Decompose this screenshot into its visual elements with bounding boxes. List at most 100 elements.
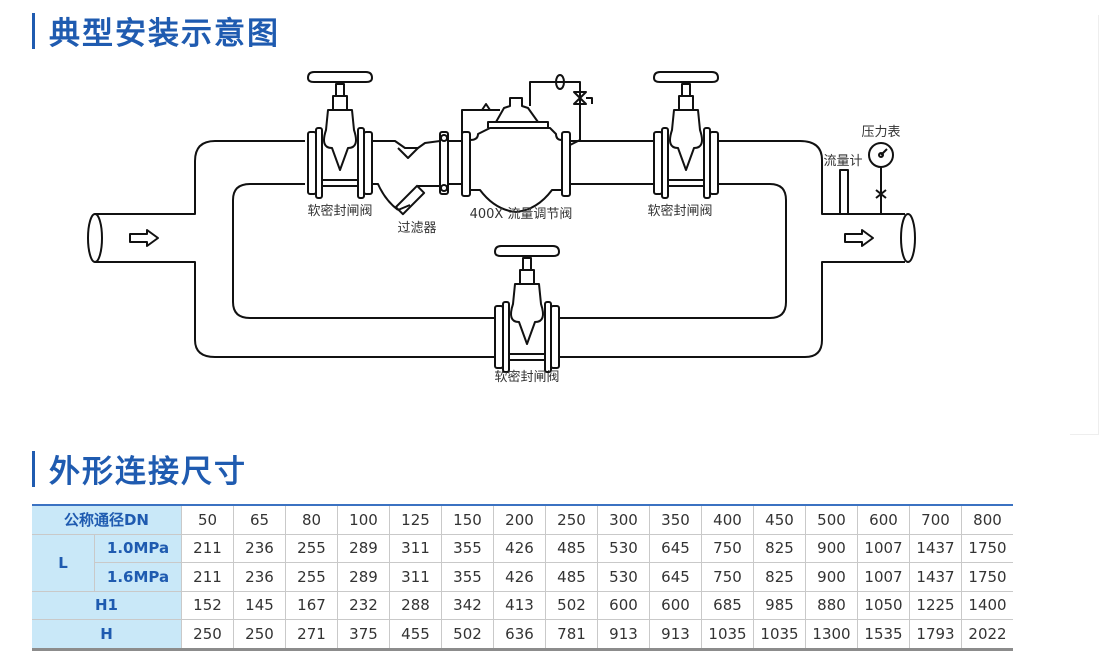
installation-diagram: 软密封闸阀 过滤器 400X 流量调节阀 软密封闸阀 软密封闸阀 流量计 压力表 xyxy=(87,71,916,385)
h1-value-cell: 167 xyxy=(285,590,338,620)
l-value-cell: 530 xyxy=(597,533,650,563)
dn-cell: 100 xyxy=(337,505,390,535)
inlet-flow-arrow xyxy=(129,229,159,247)
title-accent-bar xyxy=(32,450,35,487)
h1-value-cell: 600 xyxy=(597,590,650,620)
h1-header-cell: H1 xyxy=(32,590,182,620)
l-value-cell: 1437 xyxy=(909,533,962,563)
h-value-cell: 636 xyxy=(493,619,546,650)
strainer xyxy=(394,147,440,216)
inlet-pipe-end xyxy=(87,213,103,263)
h1-value-cell: 880 xyxy=(805,590,858,620)
l-value-cell: 530 xyxy=(597,562,650,592)
h-value-cell: 250 xyxy=(181,619,234,650)
h1-value-cell: 600 xyxy=(649,590,702,620)
h1-value-cell: 288 xyxy=(389,590,442,620)
pressure-class-cell: 1.0MPa xyxy=(94,533,182,563)
dn-cell: 300 xyxy=(597,505,650,535)
pressure-class-cell: 1.6MPa xyxy=(94,562,182,592)
h-value-cell: 1535 xyxy=(857,619,910,650)
l-value-cell: 426 xyxy=(493,562,546,592)
l-value-cell: 255 xyxy=(285,533,338,563)
outlet-pipe-end xyxy=(900,213,916,263)
pressure-gauge-label: 压力表 xyxy=(861,125,900,140)
installation-section-title: 典型安装示意图 xyxy=(32,8,280,53)
l-value-cell: 645 xyxy=(649,562,702,592)
l-value-cell: 825 xyxy=(753,562,806,592)
dn-cell: 150 xyxy=(441,505,494,535)
dn-cell: 500 xyxy=(805,505,858,535)
h-value-cell: 271 xyxy=(285,619,338,650)
l-value-cell: 236 xyxy=(233,533,286,563)
gate-valve-bypass xyxy=(494,245,560,373)
decorative-divider xyxy=(1070,434,1098,435)
h-header-cell: H xyxy=(32,619,182,650)
dn-cell: 400 xyxy=(701,505,754,535)
dn-cell: 450 xyxy=(753,505,806,535)
h1-value-cell: 1400 xyxy=(961,590,1013,620)
l-value-cell: 311 xyxy=(389,562,442,592)
strainer-label: 过滤器 xyxy=(397,221,436,236)
pipe-outer-loop xyxy=(95,140,905,358)
flow-control-valve xyxy=(461,74,593,213)
l-value-cell: 485 xyxy=(545,562,598,592)
dn-header-cell: 公称通径DN xyxy=(32,505,182,535)
l-value-cell: 211 xyxy=(181,562,234,592)
h-value-cell: 2022 xyxy=(961,619,1013,650)
l-value-cell: 825 xyxy=(753,533,806,563)
h1-value-cell: 152 xyxy=(181,590,234,620)
l-value-cell: 750 xyxy=(701,533,754,563)
h-value-cell: 913 xyxy=(597,619,650,650)
h1-value-cell: 1050 xyxy=(857,590,910,620)
h-value-cell: 1300 xyxy=(805,619,858,650)
h-value-cell: 455 xyxy=(389,619,442,650)
gate-valve-2-label: 软密封闸阀 xyxy=(647,203,712,219)
pipe-inner-loop xyxy=(232,183,787,319)
dn-cell: 50 xyxy=(181,505,234,535)
l-value-cell: 1750 xyxy=(961,562,1013,592)
h-value-cell: 913 xyxy=(649,619,702,650)
l-value-cell: 426 xyxy=(493,533,546,563)
h1-value-cell: 502 xyxy=(545,590,598,620)
l-value-cell: 485 xyxy=(545,533,598,563)
l-value-cell: 211 xyxy=(181,533,234,563)
dn-cell: 700 xyxy=(909,505,962,535)
dn-cell: 350 xyxy=(649,505,702,535)
gate-valve-1-label: 软密封闸阀 xyxy=(307,203,372,219)
l-value-cell: 255 xyxy=(285,562,338,592)
flow-meter-icon xyxy=(839,169,849,215)
h-value-cell: 781 xyxy=(545,619,598,650)
dn-cell: 125 xyxy=(389,505,442,535)
h-value-cell: 1035 xyxy=(701,619,754,650)
h-value-cell: 250 xyxy=(233,619,286,650)
l-value-cell: 1437 xyxy=(909,562,962,592)
h-value-cell: 502 xyxy=(441,619,494,650)
flow-meter-label: 流量计 xyxy=(823,154,862,169)
l-value-cell: 645 xyxy=(649,533,702,563)
gate-valve-2 xyxy=(653,71,719,199)
h-value-cell: 1035 xyxy=(753,619,806,650)
gate-valve-bypass-label: 软密封闸阀 xyxy=(494,369,559,385)
l-value-cell: 1007 xyxy=(857,562,910,592)
dn-cell: 250 xyxy=(545,505,598,535)
h1-value-cell: 232 xyxy=(337,590,390,620)
l-value-cell: 236 xyxy=(233,562,286,592)
h1-value-cell: 685 xyxy=(701,590,754,620)
dn-cell: 800 xyxy=(961,505,1013,535)
installation-title-text: 典型安装示意图 xyxy=(49,16,280,52)
flow-control-valve-label: 400X 流量调节阀 xyxy=(470,207,573,222)
gate-valve-1 xyxy=(307,71,373,199)
dimensions-section-title: 外形连接尺寸 xyxy=(32,446,247,491)
dn-cell: 80 xyxy=(285,505,338,535)
dn-cell: 200 xyxy=(493,505,546,535)
strainer-flange xyxy=(439,131,449,195)
l-value-cell: 900 xyxy=(805,562,858,592)
h1-value-cell: 413 xyxy=(493,590,546,620)
l-value-cell: 289 xyxy=(337,533,390,563)
